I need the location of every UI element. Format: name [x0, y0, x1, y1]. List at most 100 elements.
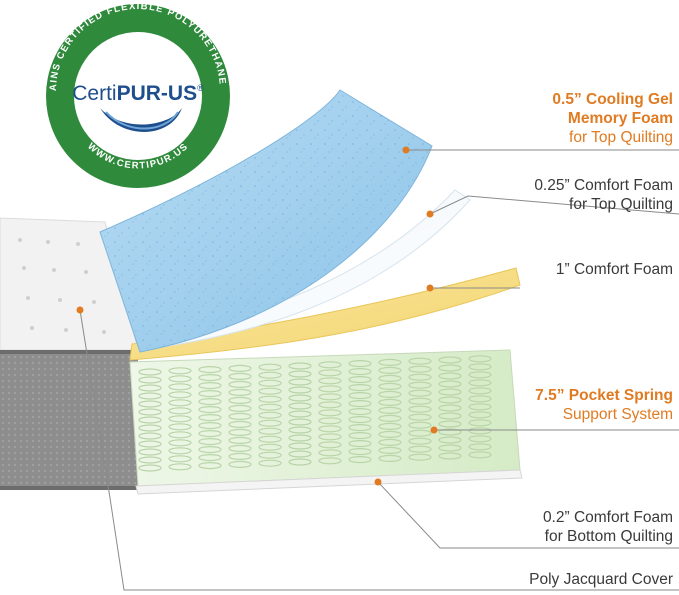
label-cooling-gel-line1: 0.5” Cooling Gel: [552, 91, 673, 108]
spring-coil: [408, 397, 432, 405]
label-comfort-foam-025-line1: 0.25” Comfort Foam: [534, 177, 673, 194]
spring-coil: [438, 364, 462, 372]
label-comfort-foam-025: 0.25” Comfort Foam for Top Quilting: [534, 176, 673, 214]
spring-coil: [198, 446, 222, 454]
spring-coil: [408, 381, 432, 389]
spring-coil: [198, 430, 222, 438]
leader-dots: [76, 146, 438, 486]
spring-coil: [138, 376, 162, 384]
spring-coil: [288, 370, 312, 378]
spring-coil: [168, 463, 192, 471]
spring-coil: [468, 419, 492, 427]
spring-coil: [258, 379, 282, 387]
spring-coil: [348, 360, 372, 368]
spring-coil: [138, 464, 162, 472]
spring-coil: [168, 439, 192, 447]
spring-coil: [408, 365, 432, 373]
spring-coil: [228, 452, 252, 460]
spring-coil: [288, 442, 312, 450]
spring-coil: [258, 435, 282, 443]
spring-coil: [438, 452, 462, 460]
spring-coil: [318, 377, 342, 385]
spring-coil: [318, 425, 342, 433]
label-pocket-spring: 7.5” Pocket Spring Support System: [535, 386, 673, 424]
spring-coil: [468, 451, 492, 459]
spring-coil: [258, 459, 282, 467]
spring-coil: [408, 357, 432, 365]
quilt-tufts: [18, 238, 106, 334]
side-panel: [0, 350, 138, 490]
spring-coil: [258, 451, 282, 459]
spring-coil: [168, 455, 192, 463]
spring-coil: [258, 411, 282, 419]
spring-coil: [288, 426, 312, 434]
spring-coil: [348, 416, 372, 424]
spring-coil: [438, 420, 462, 428]
spring-coil: [318, 449, 342, 457]
spring-coil: [168, 367, 192, 375]
spring-coil: [198, 454, 222, 462]
spring-coil: [168, 423, 192, 431]
spring-coil: [138, 416, 162, 424]
spring-coil: [378, 454, 402, 462]
spring-coil: [468, 379, 492, 387]
label-comfort-foam-1: 1” Comfort Foam: [556, 260, 673, 279]
spring-coil: [228, 428, 252, 436]
spring-coil: [258, 443, 282, 451]
spring-coil: [228, 444, 252, 452]
spring-coil: [138, 400, 162, 408]
spring-coil: [438, 396, 462, 404]
spring-coil: [138, 368, 162, 376]
spring-coil: [468, 427, 492, 435]
label-pocket-spring-line1: 7.5” Pocket Spring: [535, 387, 673, 404]
spring-coil: [258, 427, 282, 435]
spring-coil: [378, 390, 402, 398]
label-comfort-foam-02-line1: 0.2” Comfort Foam: [542, 509, 673, 526]
spring-coil: [258, 395, 282, 403]
spring-coil: [168, 383, 192, 391]
spring-coil: [138, 408, 162, 416]
spring-coil: [288, 418, 312, 426]
spring-coil: [378, 438, 402, 446]
spring-coil: [168, 391, 192, 399]
label-comfort-foam-02-line2: for Bottom Quilting: [544, 528, 673, 545]
spring-coil: [408, 453, 432, 461]
spring-coil: [228, 460, 252, 468]
spring-coil: [438, 372, 462, 380]
spring-coil: [378, 446, 402, 454]
label-comfort-foam-025-line2: for Top Quilting: [569, 196, 673, 213]
spring-coil: [288, 434, 312, 442]
spring-coil: [288, 458, 312, 466]
spring-coil: [228, 412, 252, 420]
spring-coil: [198, 422, 222, 430]
label-jacquard-cover: Poly Jacquard Cover: [529, 570, 673, 589]
spring-coil: [258, 371, 282, 379]
label-cooling-gel-line3: for Top Quilting: [569, 129, 673, 146]
spring-coil: [168, 407, 192, 415]
spring-coil: [318, 369, 342, 377]
spring-coil: [288, 402, 312, 410]
spring-coil: [378, 398, 402, 406]
spring-coil: [348, 392, 372, 400]
spring-coil: [318, 441, 342, 449]
spring-coil: [348, 448, 372, 456]
spring-coil: [408, 373, 432, 381]
spring-coil: [468, 403, 492, 411]
mattress-body: [0, 89, 523, 495]
spring-coil: [168, 375, 192, 383]
spring-coil: [228, 380, 252, 388]
spring-coil: [378, 406, 402, 414]
label-jacquard-cover-line1: Poly Jacquard Cover: [529, 571, 673, 588]
spring-coil: [468, 435, 492, 443]
spring-coil: [198, 462, 222, 470]
spring-coil: [318, 401, 342, 409]
spring-coil: [378, 422, 402, 430]
spring-coil: [288, 450, 312, 458]
spring-coil: [378, 374, 402, 382]
spring-coil: [408, 405, 432, 413]
spring-coil: [198, 366, 222, 374]
spring-coil: [318, 393, 342, 401]
spring-coil: [348, 400, 372, 408]
spring-coil: [288, 378, 312, 386]
